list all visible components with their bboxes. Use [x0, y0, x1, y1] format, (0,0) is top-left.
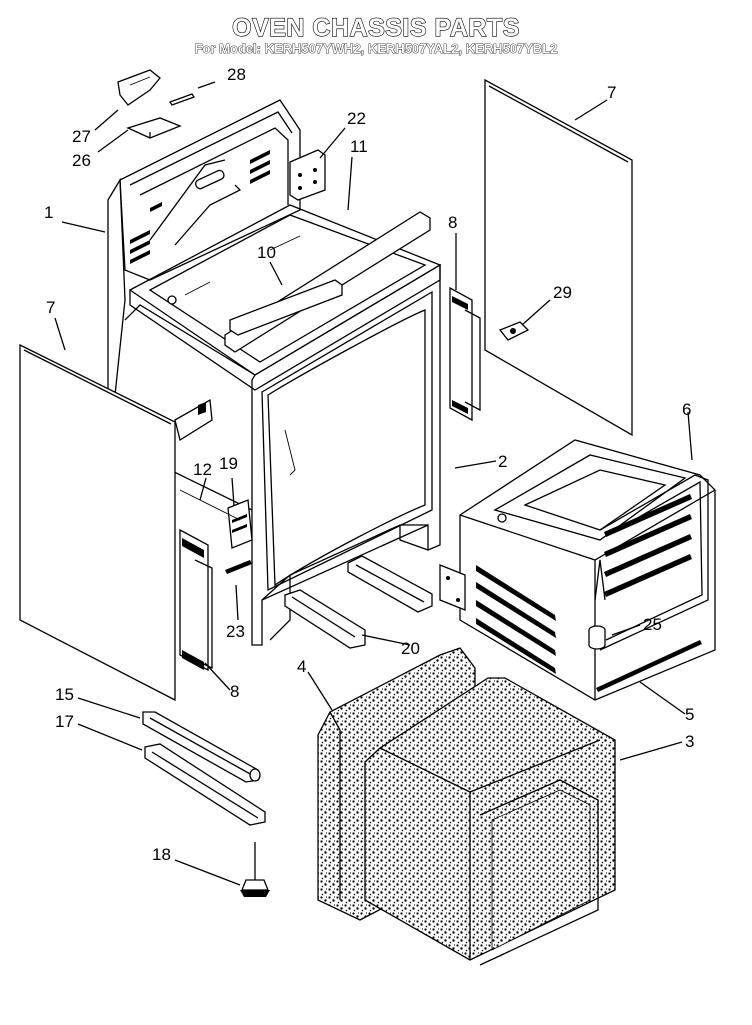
callout-28: 28: [227, 65, 246, 84]
callout-1: 1: [44, 203, 53, 222]
part-3-insulation: [364, 677, 616, 966]
callout-15: 15: [55, 685, 74, 704]
part-20-rails: [284, 555, 433, 649]
leader-lines: [54, 81, 693, 886]
part-28-strip: [169, 93, 195, 106]
callout-11: 11: [350, 137, 368, 156]
callout-numbers: 28 27 26 22 11 1 10 8 7 29 7 2 6 12 19 2…: [44, 65, 694, 864]
callout-8-right: 8: [448, 213, 457, 232]
callout-18: 18: [152, 845, 171, 864]
part-6-bake-element: [599, 474, 709, 651]
part-27-clip: [117, 69, 161, 106]
callout-10: 10: [257, 243, 276, 262]
callout-19: 19: [219, 454, 238, 473]
callout-2: 2: [498, 452, 507, 471]
callout-5: 5: [685, 705, 694, 724]
callout-8-left: 8: [230, 682, 239, 701]
callout-25: 25: [643, 615, 662, 634]
part-7-left-side-panel: [19, 343, 176, 702]
part-8-left-bracket: [179, 528, 213, 672]
callout-20: 20: [401, 639, 420, 658]
part-26-pad: [126, 117, 182, 139]
callout-29: 29: [553, 283, 572, 302]
callout-4: 4: [297, 657, 306, 676]
part-15-rail: [142, 711, 261, 783]
callout-26: 26: [72, 151, 91, 170]
part-29-screw: [498, 321, 530, 341]
diagram-subtitle: For Model: KERH507YWH2, KERH507YAL2, KER…: [194, 41, 558, 57]
diagram-title: OVEN CHASSIS PARTS: [232, 13, 520, 42]
part-1-chassis-frame: [107, 99, 442, 646]
callout-22: 22: [347, 109, 366, 128]
callout-6: 6: [682, 400, 691, 419]
part-5-oven-liner: [439, 439, 716, 701]
callout-7-right: 7: [607, 83, 616, 102]
part-8-right-bracket: [449, 286, 481, 422]
callout-7-left: 7: [46, 298, 55, 317]
callout-23: 23: [226, 622, 245, 641]
callout-27: 27: [72, 127, 91, 146]
callout-3: 3: [685, 732, 694, 751]
part-18-leveling-leg: [240, 842, 270, 897]
part-7-right-side-panel: [484, 78, 633, 437]
part-17-rail: [144, 743, 266, 826]
callout-12: 12: [193, 460, 212, 479]
callout-17: 17: [55, 712, 74, 731]
